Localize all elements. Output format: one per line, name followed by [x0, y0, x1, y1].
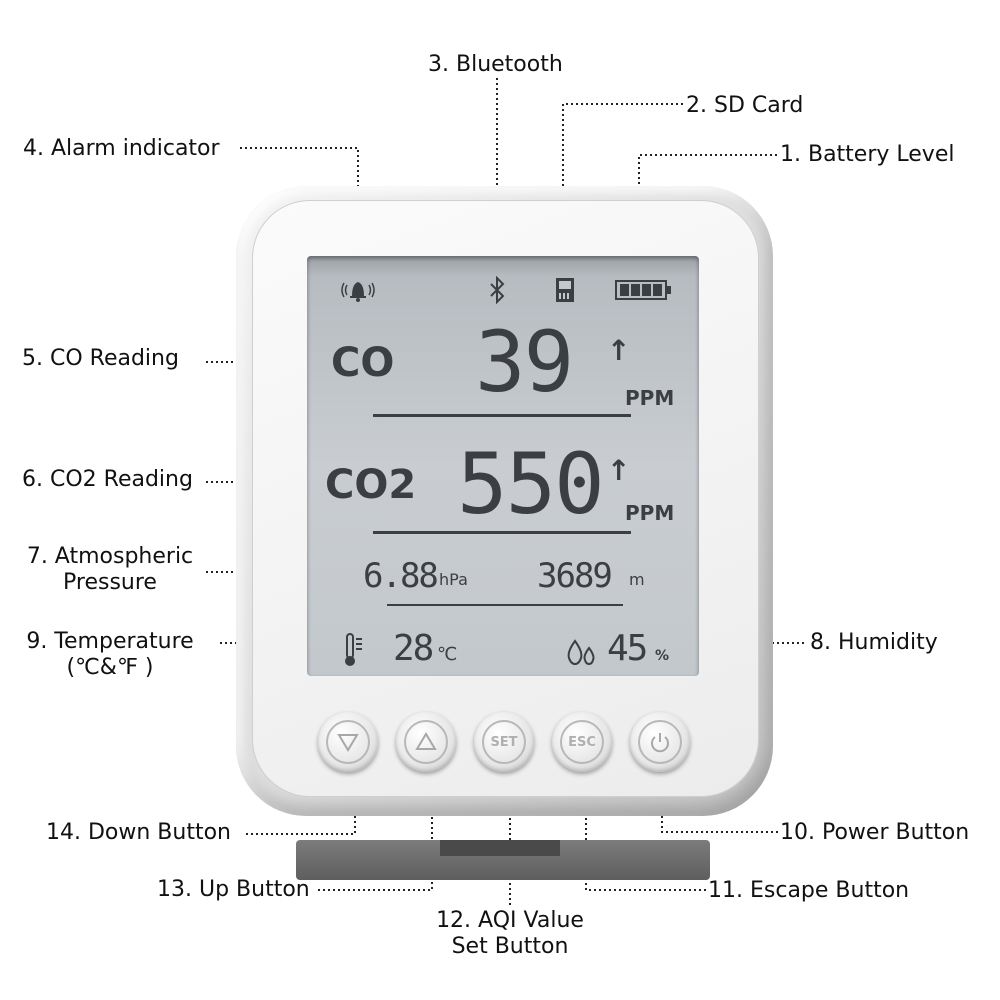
pressure-divider — [387, 604, 623, 606]
callout-up-button: 13. Up Button — [157, 877, 310, 902]
callout-aqi-set-button: 12. AQI Value Set Button — [430, 908, 590, 960]
humidity-unit: % — [655, 648, 670, 664]
callout-co-reading: 5. CO Reading — [22, 346, 179, 371]
down-button-face — [326, 720, 370, 764]
callout-temperature: 9. Temperature (℃&℉ ) — [20, 629, 200, 681]
down-triangle-icon — [337, 734, 359, 752]
co-trend-arrow: ↑ — [607, 334, 631, 367]
callout-pressure-line2: Pressure — [63, 570, 157, 595]
escape-button-label: ESC — [560, 720, 604, 764]
callout-aqi-line1: 12. AQI Value — [436, 908, 584, 933]
altitude-unit: m — [629, 570, 645, 589]
temperature-unit: ℃ — [437, 644, 458, 665]
pressure-unit: hPa — [439, 570, 468, 589]
co2-value: 550 — [457, 435, 605, 533]
callout-humidity: 8. Humidity — [810, 630, 938, 655]
callout-sd-card: 2. SD Card — [686, 93, 804, 118]
sd-card-icon — [556, 278, 574, 302]
callout-power-button: 10. Power Button — [780, 820, 970, 845]
temperature-value: 28 — [393, 628, 434, 669]
escape-button[interactable]: ESC — [552, 712, 612, 772]
callout-co2-reading: 6. CO2 Reading — [22, 467, 193, 492]
power-icon — [651, 733, 669, 753]
callout-aqi-line2: Set Button — [451, 934, 569, 959]
up-button[interactable] — [396, 712, 456, 772]
set-button-label: SET — [482, 720, 526, 764]
power-button-face — [638, 720, 682, 764]
up-button-face — [404, 720, 448, 764]
co-unit: PPM — [625, 386, 675, 410]
callout-battery-level: 1. Battery Level — [780, 142, 955, 167]
droplets-icon — [567, 639, 595, 666]
callout-temperature-line1: 9. Temperature — [26, 629, 194, 654]
callout-temperature-line2: (℃&℉ ) — [66, 655, 154, 680]
set-button[interactable]: SET — [474, 712, 534, 772]
co2-trend-arrow: ↑ — [607, 454, 631, 487]
callout-pressure-line1: 7. Atmospheric — [26, 544, 194, 569]
altitude-value: 3689 — [537, 556, 613, 596]
co-label: CO — [331, 340, 395, 386]
co-divider — [373, 414, 631, 417]
co2-divider — [373, 531, 631, 534]
battery-icon — [615, 280, 671, 300]
bell-icon — [341, 282, 375, 302]
co2-label: CO2 — [325, 462, 417, 508]
callout-down-button: 14. Down Button — [46, 820, 232, 845]
humidity-value: 45 — [607, 628, 648, 669]
down-button[interactable] — [318, 712, 378, 772]
pressure-value: 6.88 — [363, 556, 439, 596]
lcd-screen: CO 39 ↑ PPM CO2 550 ↑ PPM 6.88 hPa 3689 … — [307, 256, 699, 676]
co-value: 39 — [475, 313, 574, 411]
callout-alarm-indicator: 4. Alarm indicator — [23, 136, 220, 161]
up-triangle-icon — [415, 732, 437, 750]
co2-unit: PPM — [625, 501, 675, 525]
power-button[interactable] — [630, 712, 690, 772]
callout-bluetooth: 3. Bluetooth — [428, 52, 563, 77]
callout-atmospheric-pressure: 7. Atmospheric Pressure — [20, 544, 200, 596]
device-stand-slot — [440, 840, 560, 856]
bluetooth-icon — [490, 276, 505, 304]
thermometer-icon — [345, 633, 362, 666]
callout-escape-button: 11. Escape Button — [708, 878, 910, 903]
